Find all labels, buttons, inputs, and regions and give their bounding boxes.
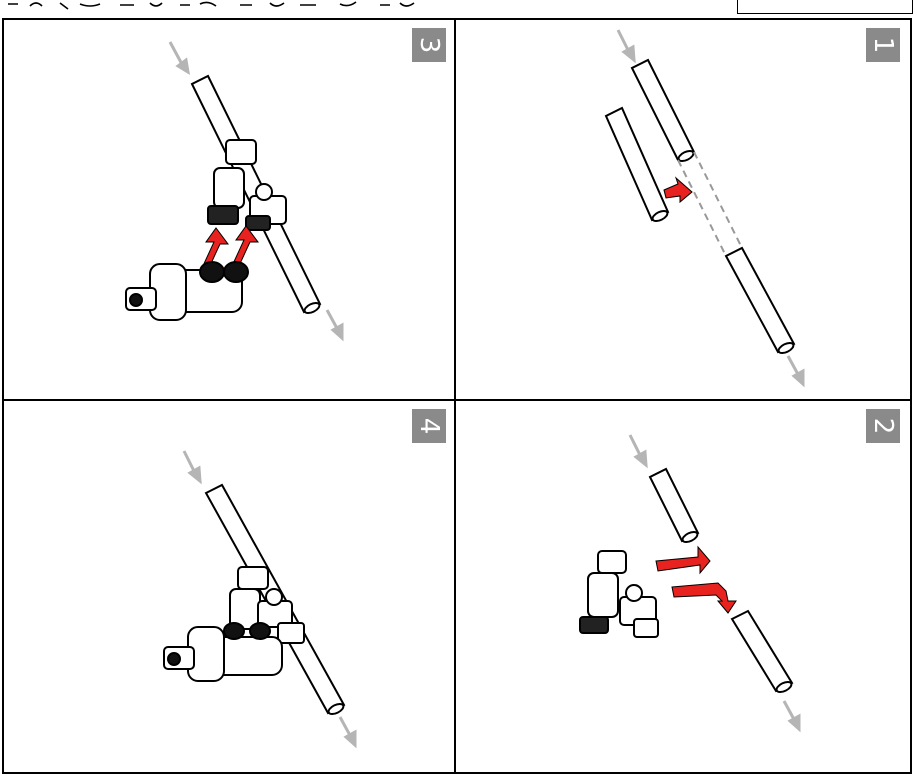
- gray-flow-arrow-icon: [340, 717, 355, 745]
- filter-unit-icon: [164, 623, 282, 681]
- gray-flow-arrow-icon: [170, 42, 188, 72]
- gray-flow-arrow-icon: [618, 30, 634, 60]
- header-box: [737, 0, 913, 14]
- gray-flow-arrow-icon: [184, 451, 200, 481]
- pipe-illustration: [606, 60, 795, 355]
- panel-3-illustration: [2, 20, 454, 398]
- panel-1-illustration: [456, 20, 908, 398]
- step-badge: 1: [866, 28, 900, 62]
- filter-unit-icon: [126, 262, 248, 320]
- panel-2: 2: [456, 401, 908, 779]
- pipe-illustration: [650, 469, 793, 694]
- step-badge: 4: [412, 409, 446, 443]
- panel-2-illustration: [456, 401, 908, 779]
- gray-flow-arrow-icon: [788, 356, 803, 384]
- valve-fittings: [580, 551, 658, 637]
- gray-flow-arrow-icon: [784, 701, 799, 729]
- panel-1: 1: [456, 20, 908, 398]
- red-arrow-icon: [656, 547, 736, 613]
- step-badge: 2: [866, 409, 900, 443]
- top-header-strip: [0, 0, 917, 20]
- panel-3: 3: [2, 20, 454, 398]
- cut-guide-lines: [678, 152, 742, 256]
- step-badge: 3: [412, 28, 446, 62]
- panel-4-illustration: [2, 401, 454, 779]
- gray-flow-arrow-icon: [630, 435, 646, 465]
- red-arrow-icon: [664, 178, 692, 202]
- header-scribble: [0, 0, 600, 12]
- gray-flow-arrow-icon: [327, 310, 342, 338]
- panel-4: 4: [2, 401, 454, 779]
